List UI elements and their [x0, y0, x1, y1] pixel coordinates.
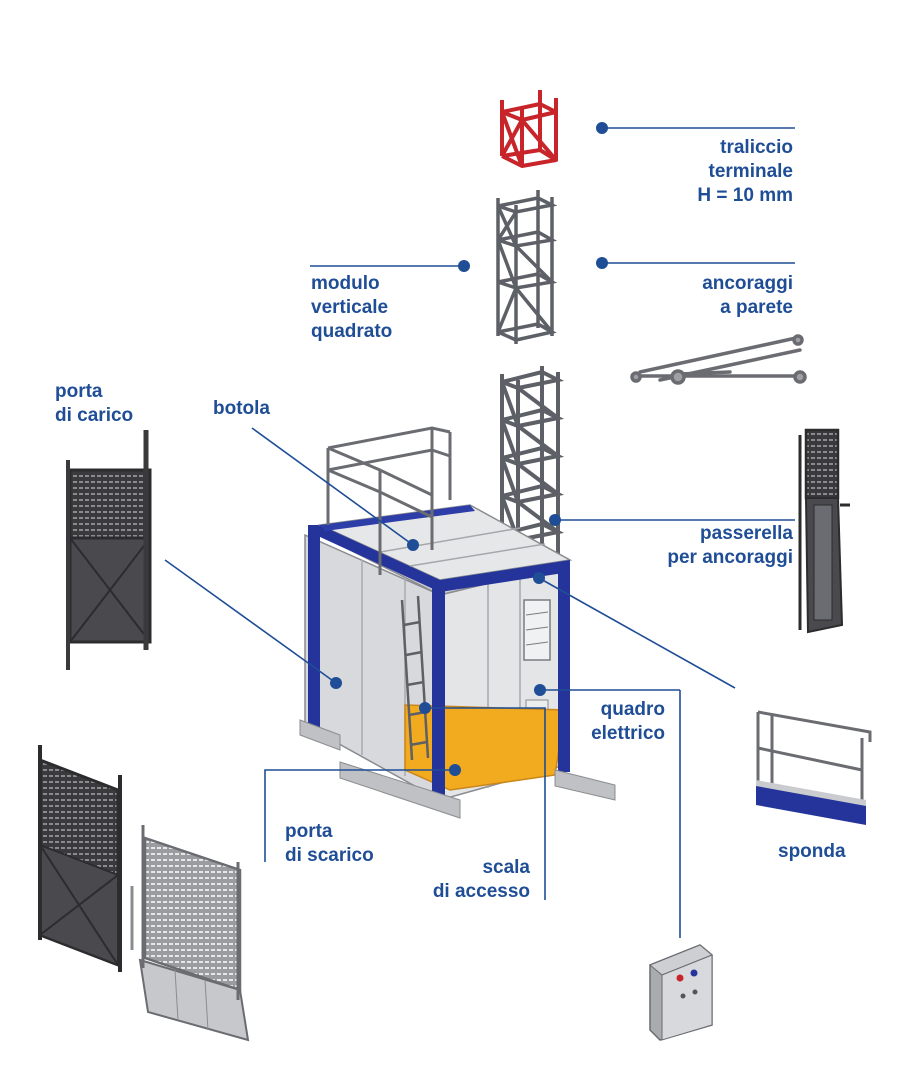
label-line: modulo: [311, 273, 380, 294]
label-quadro-elettrico: quadro elettrico: [591, 698, 665, 746]
vertical-mast-module-icon: [496, 190, 558, 344]
wall-anchors-icon: [630, 334, 807, 385]
label-porta-carico: porta di carico: [55, 380, 133, 428]
unloading-door-ramp-icon: [130, 825, 250, 1042]
label-line: elettrico: [591, 723, 665, 744]
label-line: sponda: [778, 841, 846, 862]
label-line: a parete: [720, 297, 793, 318]
label-line: per ancoraggi: [667, 547, 793, 568]
unloading-door-icon: [38, 745, 122, 972]
hoist-cage: [299, 426, 616, 819]
label-ancoraggi-parete: ancoraggi a parete: [702, 272, 793, 320]
anchoring-walkway-icon: [798, 428, 850, 634]
label-porta-scarico: porta di scarico: [285, 820, 374, 868]
label-scala-accesso: scala di accesso: [433, 856, 530, 904]
label-passerella: passerella per ancoraggi: [667, 522, 793, 570]
electric-panel-icon: [649, 944, 713, 1041]
label-line: scala: [482, 857, 530, 878]
label-line: di accesso: [432, 881, 530, 902]
label-line: quadro: [600, 699, 665, 720]
label-line: passerella: [700, 523, 793, 544]
label-sponda: sponda: [778, 840, 846, 864]
leader-lines: [164, 127, 795, 938]
label-line: botola: [213, 398, 270, 419]
label-line: porta: [55, 381, 103, 402]
side-guard-icon: [756, 710, 872, 825]
label-line: H = 10 mm: [697, 185, 793, 206]
label-line: di carico: [55, 405, 134, 426]
label-line: verticale: [311, 297, 389, 318]
loading-door-icon: [66, 430, 152, 670]
label-line: porta: [285, 821, 333, 842]
label-botola: botola: [213, 397, 270, 421]
label-traliccio-terminale: traliccio terminale H = 10 mm: [697, 136, 793, 208]
label-line: quadrato: [311, 321, 393, 342]
label-line: terminale: [708, 161, 793, 182]
leader-dots: [330, 122, 608, 776]
label-modulo-verticale: modulo verticale quadrato: [311, 272, 392, 344]
top-mast-module-icon: [500, 90, 558, 168]
label-line: ancoraggi: [702, 273, 793, 294]
label-line: traliccio: [720, 137, 793, 158]
label-line: di scarico: [285, 845, 374, 866]
